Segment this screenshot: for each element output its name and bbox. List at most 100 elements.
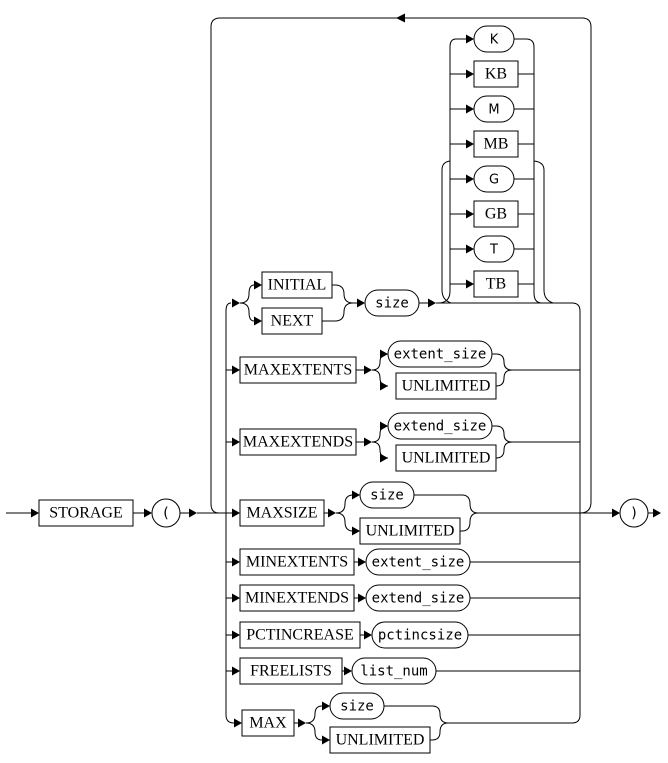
arrowhead-right: [357, 298, 365, 308]
connector-line: [495, 441, 513, 459]
maxextends-keyword-shape: [239, 428, 357, 456]
arrowhead-right: [322, 735, 330, 745]
unit-k-node: K: [473, 25, 515, 53]
arrowhead-right: [232, 437, 240, 447]
unit-m-node: M: [473, 95, 515, 123]
unit-gb-shape: [473, 200, 519, 228]
pctincrease-keyword-label: PCTINCREASE: [246, 627, 354, 644]
arrowhead-left: [396, 13, 405, 23]
connector-line: [514, 38, 543, 304]
connector-line: [239, 284, 255, 304]
storage-keyword-label: STORAGE: [49, 505, 123, 522]
size-var-2-node: size: [359, 481, 415, 509]
arrowhead-right: [358, 593, 366, 603]
connector-line: [460, 512, 479, 532]
unit-tb-node: TB: [473, 270, 519, 298]
connector-line: [441, 160, 452, 304]
unit-g-label: G: [489, 173, 499, 188]
connector-line: [384, 705, 449, 724]
maxextends-keyword-node: MAXEXTENDS: [239, 428, 357, 456]
arrowhead-right: [358, 557, 366, 567]
unlimited-keyword-3-label: UNLIMITED: [366, 523, 455, 540]
pctincsize-var-node: pctincsize: [371, 621, 469, 649]
arrowhead-right: [352, 490, 360, 500]
pctincrease-keyword-node: PCTINCREASE: [239, 621, 361, 649]
arrowhead-right: [466, 104, 474, 114]
unit-kb-node: KB: [473, 60, 519, 88]
extend-size-var-2-label: extend_size: [372, 591, 465, 607]
minextends-keyword-node: MINEXTENDS: [239, 584, 355, 612]
arrowhead-right: [232, 298, 240, 308]
unit-g-node: G: [473, 165, 515, 193]
arrowhead-right: [322, 701, 330, 711]
arrowhead-right: [232, 557, 240, 567]
arrowhead-right: [466, 244, 474, 254]
storage-keyword-shape: [38, 499, 134, 527]
arrowhead-right: [466, 69, 474, 79]
arrowhead-right: [352, 526, 360, 536]
unlimited-keyword-4-label: UNLIMITED: [336, 732, 425, 749]
arrowhead-right: [189, 508, 197, 518]
list-num-var-node: list_num: [351, 657, 437, 685]
connector-line: [414, 494, 479, 514]
connector-line: [492, 353, 513, 371]
connector-line: [335, 512, 354, 532]
size-var-3-node: size: [329, 692, 385, 720]
connector-line: [437, 38, 466, 304]
arrowhead-right: [364, 365, 372, 375]
connector-line: [430, 722, 449, 741]
unit-tb-label: TB: [486, 276, 506, 293]
unit-kb-shape: [473, 60, 519, 88]
maxextents-keyword-node: MAXEXTENTS: [239, 356, 357, 384]
unlimited-keyword-4-node: UNLIMITED: [329, 726, 431, 754]
close-paren-node: ): [619, 498, 649, 528]
connector-line: [495, 369, 513, 387]
arrowhead-right: [328, 508, 336, 518]
max-keyword-shape: [241, 709, 295, 737]
extent-size-var-1-label: extent_size: [394, 347, 487, 363]
unit-mb-label: MB: [484, 136, 509, 153]
unit-t-label: T: [489, 243, 498, 258]
minextends-keyword-label: MINEXTENDS: [245, 590, 349, 607]
connector-line: [332, 284, 354, 304]
connector-line: [305, 705, 323, 724]
unlimited-keyword-2-node: UNLIMITED: [395, 444, 497, 472]
arrowhead-right: [31, 508, 39, 518]
arrowhead-right: [466, 34, 474, 44]
max-keyword-node: MAX: [241, 709, 295, 737]
arrowhead-right: [344, 666, 352, 676]
initial-keyword-label: INITIAL: [268, 277, 327, 294]
unit-kb-label: KB: [485, 66, 507, 83]
minextents-keyword-label: MINEXTENTS: [246, 554, 348, 571]
arrowhead-right: [612, 508, 620, 518]
pctincsize-var-label: pctincsize: [378, 628, 462, 644]
arrowhead-right: [234, 718, 242, 728]
open-paren-label: (: [163, 506, 168, 522]
maxextends-keyword-label: MAXEXTENDS: [243, 434, 353, 451]
unit-tb-shape: [473, 270, 519, 298]
maxsize-keyword-shape: [239, 499, 325, 527]
connector-line: [448, 714, 581, 724]
extent-size-var-2-label: extent_size: [372, 555, 465, 571]
minextends-keyword-shape: [239, 584, 355, 612]
next-keyword-node: NEXT: [261, 307, 323, 335]
max-keyword-label: MAX: [249, 715, 287, 732]
extent-size-var-2-node: extent_size: [365, 548, 471, 576]
maxsize-keyword-node: MAXSIZE: [239, 499, 325, 527]
arrowhead-right: [466, 174, 474, 184]
unit-m-label: M: [488, 103, 499, 118]
arrowhead-right: [466, 139, 474, 149]
unlimited-keyword-1-label: UNLIMITED: [402, 378, 491, 395]
freelists-keyword-node: FREELISTS: [239, 657, 343, 685]
connector-line: [335, 494, 354, 514]
arrowhead-right: [232, 630, 240, 640]
connector-line: [305, 722, 323, 741]
pctincrease-keyword-shape: [239, 621, 361, 649]
arrowhead-right: [380, 349, 388, 359]
arrowhead-right: [232, 593, 240, 603]
freelists-keyword-label: FREELISTS: [250, 663, 332, 680]
initial-keyword-node: INITIAL: [261, 271, 333, 299]
arrowhead-right: [232, 508, 240, 518]
